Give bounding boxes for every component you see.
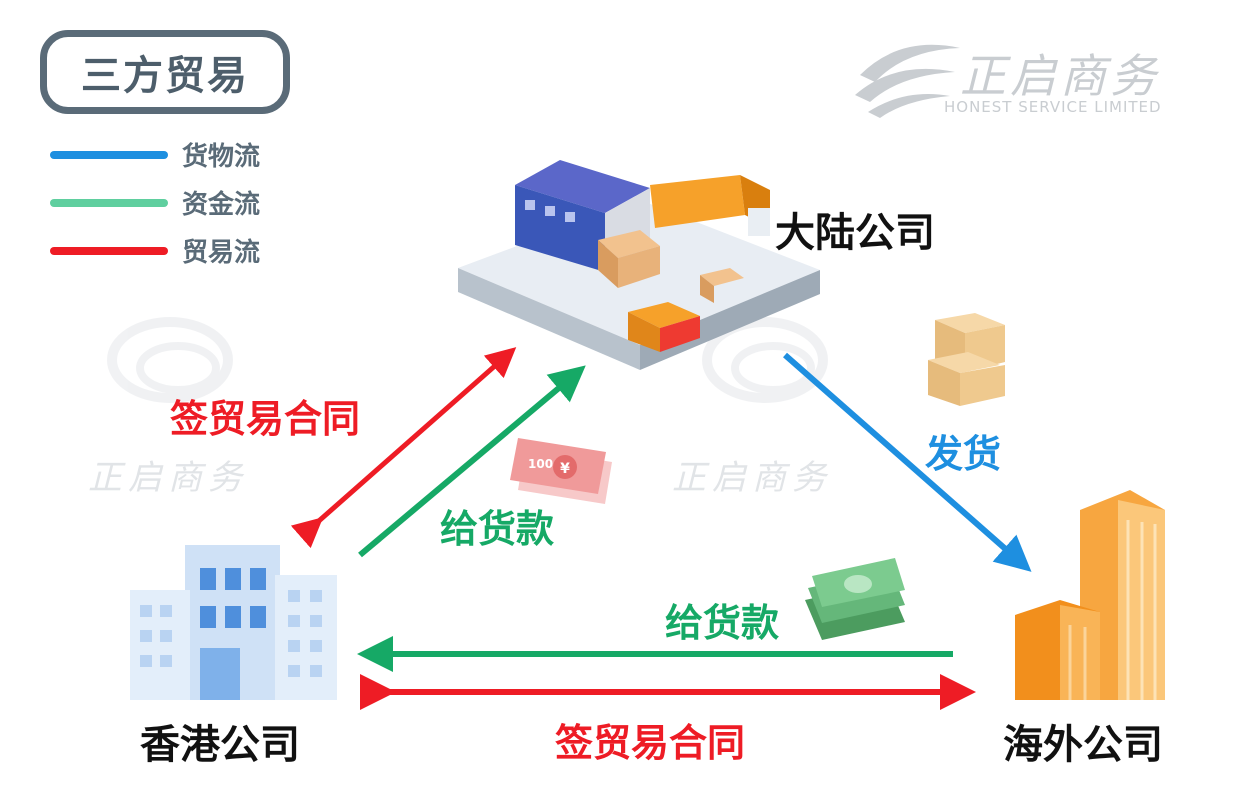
legend-line-trade — [50, 246, 168, 255]
legend-item-trade: 贸易流 — [50, 232, 260, 269]
legend-item-funds: 资金流 — [50, 184, 260, 221]
logo-swoosh-icon — [855, 44, 960, 118]
legend-line-goods — [50, 150, 168, 159]
label-hk-mainland-contract: 签贸易合同 — [170, 397, 361, 441]
overseas-tower-icon — [1015, 490, 1165, 700]
banknote-value: 100 — [528, 457, 553, 471]
label-overseas-hk-payment: 给货款 — [665, 601, 780, 645]
legend-label-trade: 贸易流 — [182, 238, 261, 268]
label-hk-overseas-contract: 签贸易合同 — [555, 721, 746, 765]
package-boxes-icon — [928, 313, 1005, 406]
label-hk-mainland-payment: 给货款 — [440, 507, 555, 551]
legend-label-goods: 货物流 — [182, 142, 261, 172]
payment-arrow-hk-mainland — [358, 365, 586, 558]
company-hongkong: 香港公司 — [140, 722, 300, 768]
trade-contract-arrow-hk-mainland — [290, 347, 517, 549]
label-mainland-overseas-ship: 发货 — [925, 432, 1002, 476]
page-title: 三方贸易 — [81, 53, 249, 99]
warehouse-icon — [458, 160, 820, 370]
legend-label-funds: 资金流 — [182, 190, 261, 220]
watermark-left: 正启商务 — [88, 458, 248, 498]
rmb-banknote-icon: ¥ 100 — [510, 438, 612, 504]
svg-text:¥: ¥ — [560, 461, 570, 477]
legend-line-funds — [50, 198, 168, 207]
shipping-arrow-mainland-overseas — [783, 352, 1032, 572]
legend-item-goods: 货物流 — [50, 136, 260, 173]
watermark-swoosh-left — [107, 317, 233, 403]
hongkong-building-icon — [130, 545, 337, 700]
title-box: 三方贸易 — [40, 30, 290, 114]
brand-logo: 正启商务 — [960, 40, 1160, 106]
usd-banknote-stack-icon — [805, 558, 905, 640]
logo-subtitle: HONEST SERVICE LIMITED — [944, 98, 1162, 116]
company-overseas: 海外公司 — [1003, 722, 1163, 768]
watermark-center: 正启商务 — [672, 458, 832, 498]
company-mainland: 大陆公司 — [775, 210, 935, 256]
logo-name: 正启商务 — [960, 49, 1160, 103]
watermark-swoosh-center — [702, 317, 828, 403]
